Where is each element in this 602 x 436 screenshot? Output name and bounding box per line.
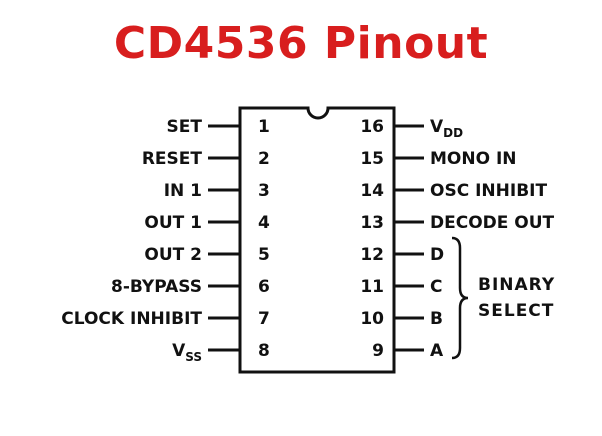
pin-number: 1 bbox=[258, 117, 270, 137]
pin-label: D bbox=[430, 245, 444, 265]
pin-label: C bbox=[430, 277, 442, 297]
pin-number: 9 bbox=[372, 341, 384, 361]
pin-number: 5 bbox=[258, 245, 270, 265]
binary-select-brace bbox=[451, 236, 469, 360]
pin-number: 13 bbox=[360, 213, 384, 233]
right-pin-group: 16 VDD 15 MONO IN 14 OSC INHIBIT 13 DECODE OUT 1… bbox=[360, 117, 554, 361]
pin-label: DECODE OUT bbox=[430, 213, 555, 233]
pin-number: 7 bbox=[258, 309, 270, 329]
pin-number: 3 bbox=[258, 181, 270, 201]
pin-label: OUT 2 bbox=[144, 245, 202, 265]
pin-number: 14 bbox=[360, 181, 384, 201]
ic-body bbox=[238, 106, 396, 374]
pin-number: 2 bbox=[258, 149, 270, 169]
pin-number: 4 bbox=[258, 213, 270, 233]
pin-number: 12 bbox=[360, 245, 384, 265]
pin-label-subscript: DD bbox=[443, 126, 463, 140]
pin-label: OSC INHIBIT bbox=[430, 181, 547, 201]
pin-label: CLOCK INHIBIT bbox=[61, 309, 202, 329]
pin-label-subscript: SS bbox=[185, 350, 202, 364]
pin-label: 8-BYPASS bbox=[111, 277, 202, 297]
pin-label: RESET bbox=[142, 149, 203, 169]
pin-label: OUT 1 bbox=[144, 213, 202, 233]
left-pin-group: 1 SET 2 RESET 3 IN 1 4 OUT 1 5 OUT 2 6 8-BYPASS 7 CLO… bbox=[61, 117, 270, 364]
pin-label: VSS bbox=[172, 341, 202, 364]
pin-number: 6 bbox=[258, 277, 270, 297]
pin-number: 16 bbox=[360, 117, 384, 137]
pin-number: 10 bbox=[360, 309, 384, 329]
binary-select-label-2: SELECT bbox=[478, 301, 554, 321]
pin-label: IN 1 bbox=[164, 181, 202, 201]
page-title: CD4536 Pinout bbox=[113, 18, 489, 69]
pin-label: B bbox=[430, 309, 443, 329]
pin-label: VDD bbox=[430, 117, 463, 140]
pin-number: 8 bbox=[258, 341, 270, 361]
pin-label: MONO IN bbox=[430, 149, 517, 169]
pin-label: A bbox=[430, 341, 444, 361]
pin-number: 11 bbox=[360, 277, 384, 297]
binary-select-label-1: BINARY bbox=[478, 275, 555, 295]
pin-number: 15 bbox=[360, 149, 384, 169]
pin-label: SET bbox=[167, 117, 203, 137]
